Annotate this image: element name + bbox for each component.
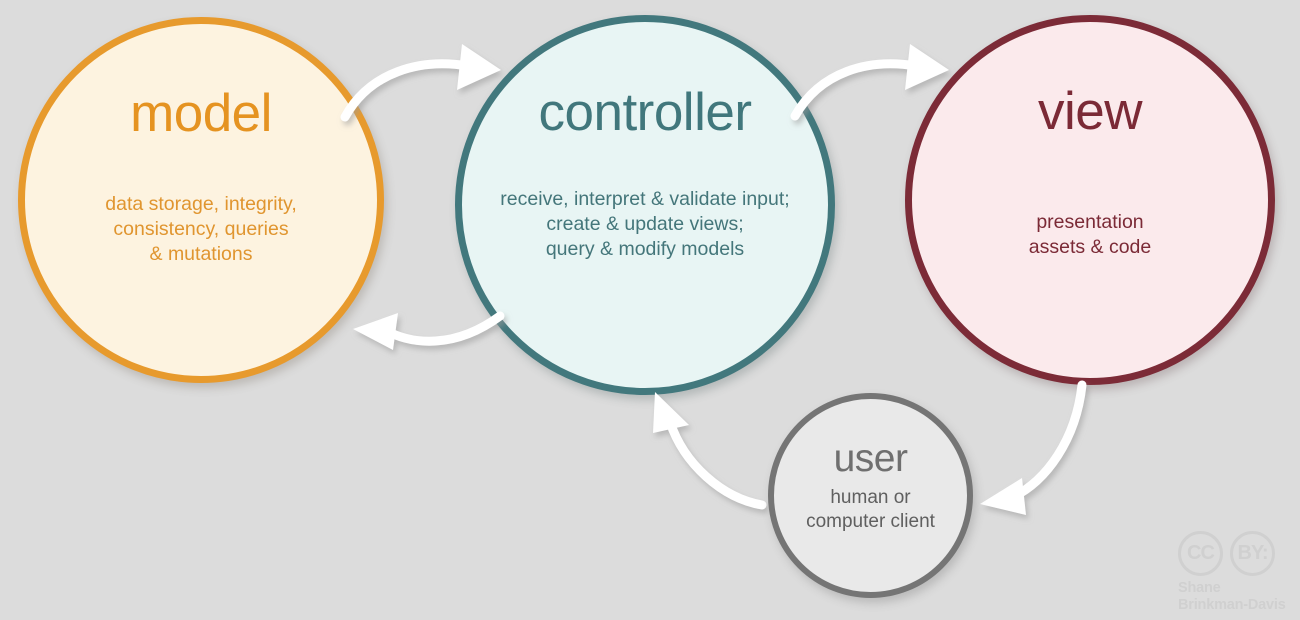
arrow-controller-to-view xyxy=(790,44,949,121)
license-icons: CC BY: xyxy=(1178,531,1275,576)
creative-commons-icon: CC xyxy=(1178,531,1223,576)
node-model[interactable]: model data storage, integrity, consisten… xyxy=(18,17,384,383)
node-view-title: view xyxy=(1037,82,1143,141)
node-user-description: human or computer client xyxy=(806,487,935,533)
arrow-model-to-controller xyxy=(340,44,501,122)
attribution-by-icon: BY: xyxy=(1230,531,1275,576)
node-user[interactable]: user human or computer client xyxy=(768,393,973,598)
node-model-title: model xyxy=(130,84,272,143)
node-view[interactable]: view presentation assets & code xyxy=(905,15,1275,385)
node-view-description: presentation assets & code xyxy=(1028,211,1152,258)
arrow-user-to-controller xyxy=(653,392,767,510)
arrow-controller-to-model xyxy=(353,311,505,350)
node-model-description: data storage, integrity, consistency, qu… xyxy=(105,193,297,265)
node-controller-title: controller xyxy=(538,83,752,142)
license-author: Shane Brinkman-Davis xyxy=(1178,580,1286,613)
arrow-view-to-user xyxy=(980,380,1087,515)
node-user-title: user xyxy=(833,437,908,480)
node-controller[interactable]: controller receive, interpret & validate… xyxy=(455,15,835,395)
node-controller-description: receive, interpret & validate input; cre… xyxy=(500,188,790,260)
license-badge: CC BY: Shane Brinkman-Davis xyxy=(1178,531,1290,613)
